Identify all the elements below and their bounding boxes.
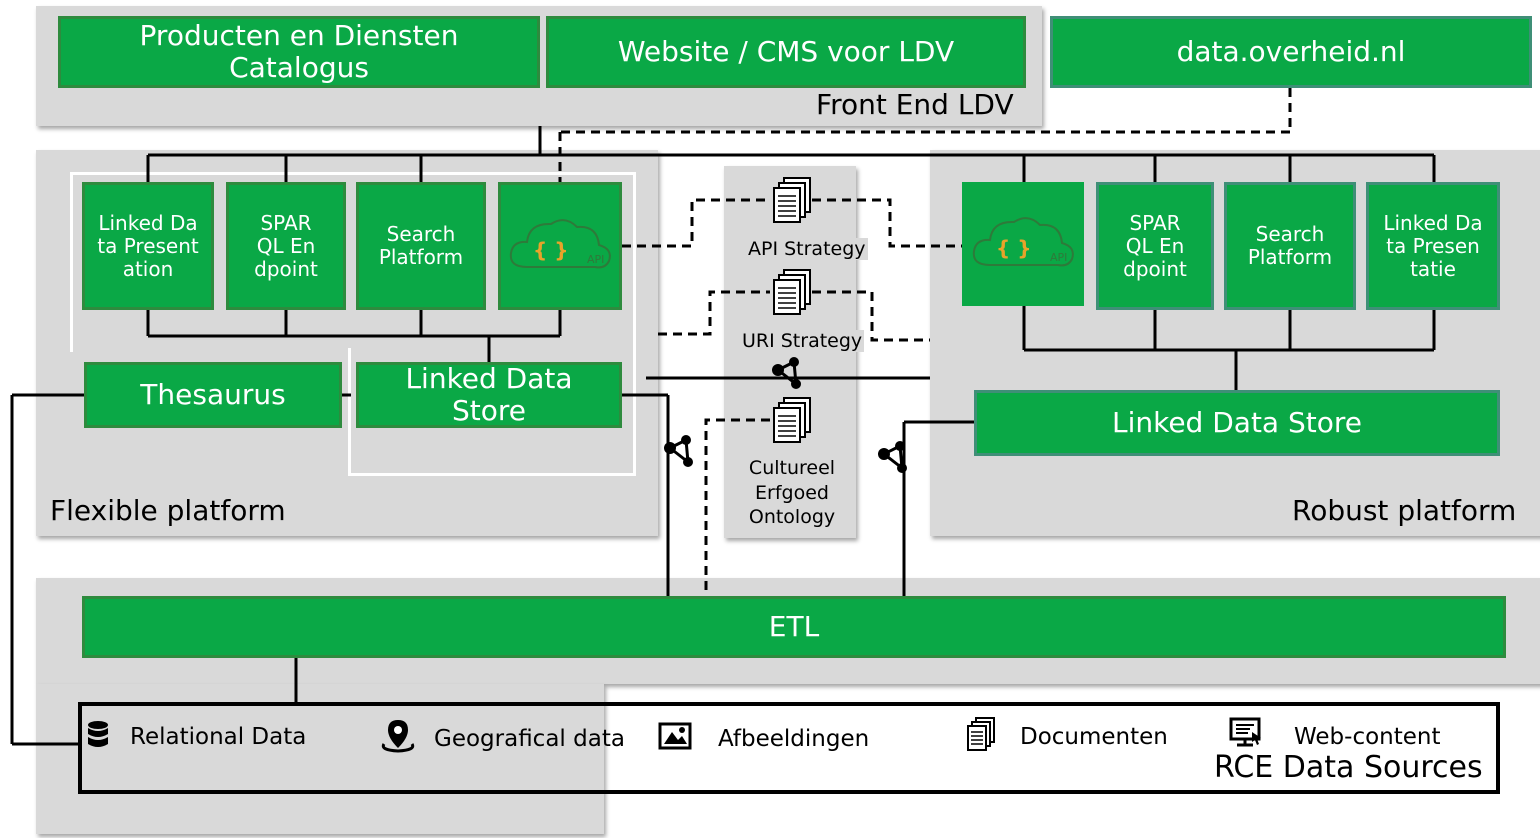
center-strategy-panel [724, 166, 856, 538]
afbeeldingen-label: Afbeeldingen [718, 726, 870, 752]
etl-box[interactable]: ETL [82, 596, 1506, 658]
flex-ld-store-label: Linked Data Store [405, 361, 573, 427]
robust-sparql-box[interactable]: SPARQL Endpoint [1096, 182, 1214, 310]
svg-text:{ }: { } [533, 238, 568, 262]
flexible-platform-label: Flexible platform [50, 494, 286, 527]
flex-search-label: Search Platform [378, 222, 464, 269]
geografical-data-label: Geografical data [434, 726, 625, 752]
catalog-label: Producten en Diensten Catalogus [139, 18, 459, 84]
relational-data-label: Relational Data [130, 724, 307, 750]
front-end-label: Front End LDV [816, 88, 1014, 121]
flex-ld-store-box[interactable]: Linked Data Store [356, 362, 622, 428]
robust-sparql-label: SPARQL Endpoint [1123, 210, 1187, 281]
image-icon [658, 722, 692, 750]
flexible-highlight-outline-bottom [348, 348, 636, 476]
robust-cloud-api-icon: { } API [972, 217, 1074, 267]
etl-label: ETL [768, 609, 820, 643]
api-strategy-doc-icon [773, 177, 811, 223]
robust-search-label: Search Platform [1247, 222, 1333, 269]
documents-icon [967, 717, 995, 751]
svg-text:{ }: { } [996, 236, 1031, 260]
documenten-label: Documenten [1020, 724, 1168, 750]
robust-ld-store-box[interactable]: Linked Data Store [974, 390, 1500, 456]
flexible-highlight-outline-top [70, 172, 636, 352]
thesaurus-label: Thesaurus [140, 377, 286, 411]
robust-share-icon [878, 441, 907, 473]
api-strategy-label: API Strategy [746, 238, 868, 260]
robust-api-text: API [1050, 251, 1067, 264]
catalog-box[interactable]: Producten en Diensten Catalogus [58, 16, 540, 88]
flex-api-text: API [587, 253, 604, 266]
flex-ld-presentation-box[interactable]: Linked Data Presentation [82, 182, 214, 310]
flex-sparql-box[interactable]: SPARQL Endpoint [226, 182, 346, 310]
flex-api-box[interactable]: { } API [498, 182, 622, 310]
flex-sparql-label: SPARQL Endpoint [254, 210, 318, 281]
location-pin-icon [381, 720, 415, 753]
cloud-api-icon: { } API [509, 219, 611, 269]
data-overheid-box[interactable]: data.overheid.nl [1050, 16, 1532, 88]
robust-ld-presentation-box[interactable]: Linked Data Presentatie [1366, 182, 1500, 310]
flex-share-icon [664, 435, 693, 467]
sources-frame [78, 702, 1500, 794]
flex-search-box[interactable]: Search Platform [356, 182, 486, 310]
robust-search-box[interactable]: Search Platform [1224, 182, 1356, 310]
ontology-label: Cultureel Erfgoed Ontology [748, 457, 836, 529]
robust-ld-store-label: Linked Data Store [1111, 405, 1362, 439]
ontology-doc-icon [773, 397, 811, 443]
flex-ld-presentation-label: Linked Data Presentation [97, 210, 199, 281]
uri-strategy-label: URI Strategy [740, 330, 865, 352]
website-cms-box[interactable]: Website / CMS voor LDV [546, 16, 1026, 88]
center-share-icon [772, 357, 801, 389]
robust-platform-label: Robust platform [1292, 494, 1517, 527]
uri-strategy-doc-icon [773, 269, 811, 315]
thesaurus-box[interactable]: Thesaurus [84, 362, 342, 428]
monitor-icon [1229, 717, 1261, 747]
database-icon [88, 721, 108, 747]
sources-panel [36, 684, 604, 834]
rce-data-sources-label: RCE Data Sources [1214, 750, 1483, 785]
web-content-label: Web-content [1294, 724, 1441, 750]
data-overheid-label: data.overheid.nl [1176, 34, 1406, 68]
robust-ld-presentation-label: Linked Data Presentatie [1383, 210, 1483, 281]
website-cms-label: Website / CMS voor LDV [617, 34, 955, 68]
robust-api-box[interactable]: { } API [962, 182, 1084, 306]
